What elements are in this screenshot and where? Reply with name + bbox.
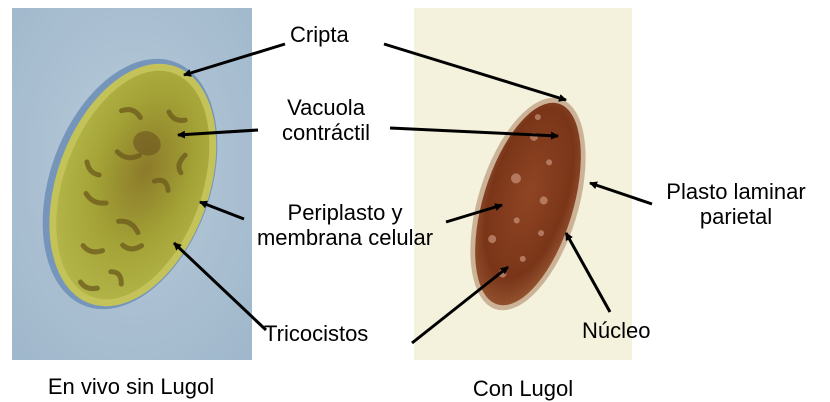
caption-right: Con Lugol xyxy=(448,376,598,401)
arrow-nucleo xyxy=(566,233,610,312)
arrow-cripta-left xyxy=(184,44,285,75)
label-plasto-laminar-parietal: Plasto laminar parietal xyxy=(650,179,822,229)
label-periplasto-membrana: Periplasto y membrana celular xyxy=(248,200,442,250)
arrow-plasto xyxy=(590,183,652,204)
label-periplasto-line2: membrana celular xyxy=(248,225,442,250)
arrow-cripta-right xyxy=(384,44,566,100)
label-periplasto-line1: Periplasto y xyxy=(248,200,442,225)
label-vacuola-line1: Vacuola xyxy=(265,95,387,120)
label-plasto-line2: parietal xyxy=(650,204,822,229)
arrow-tricocistos-left xyxy=(174,243,266,330)
arrow-tricocistos-right xyxy=(412,267,508,343)
label-cripta: Cripta xyxy=(290,22,349,47)
arrow-vacuola-right xyxy=(390,128,558,136)
arrow-periplasto-left xyxy=(200,202,244,219)
label-vacuola-contractil: Vacuola contráctil xyxy=(265,95,387,145)
arrow-periplasto-right xyxy=(446,205,502,222)
label-vacuola-line2: contráctil xyxy=(265,120,387,145)
label-tricocistos: Tricocistos xyxy=(264,321,368,346)
label-nucleo: Núcleo xyxy=(582,318,650,343)
caption-left: En vivo sin Lugol xyxy=(20,374,242,399)
arrow-vacuola-left xyxy=(178,130,258,135)
label-plasto-line1: Plasto laminar xyxy=(650,179,822,204)
